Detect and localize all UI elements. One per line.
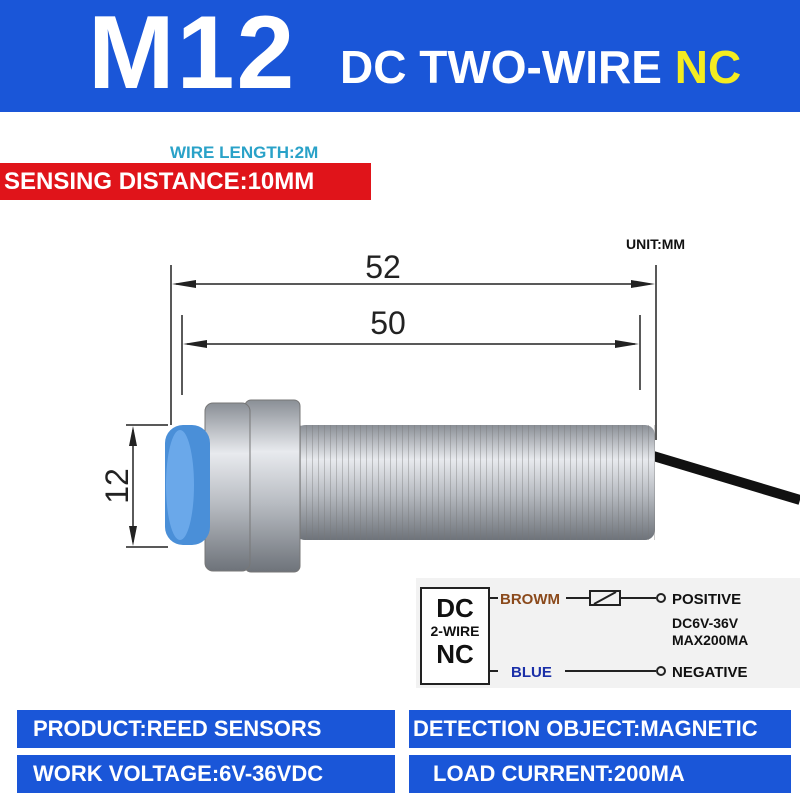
subtitle-text: DC TWO-WIRE (340, 41, 662, 93)
spec-voltage: WORK VOLTAGE:6V-36VDC (17, 755, 395, 793)
nut-front (204, 402, 251, 572)
cable (648, 450, 800, 505)
nut-rear (244, 399, 301, 573)
box-2wire: 2-WIRE (430, 623, 480, 639)
subtitle-nc: NC (674, 41, 742, 93)
dim-overall: 52 (365, 249, 401, 285)
dimension-lines (126, 265, 657, 548)
header-banner: M12 DC TWO-WIRE NC (0, 0, 800, 112)
spec-product: PRODUCT:REED SENSORS (17, 710, 395, 748)
subtitle: DC TWO-WIRE NC (340, 40, 741, 94)
spec-detection: DETECTION OBJECT:MAGNETIC (409, 710, 791, 748)
wire-length: WIRE LENGTH:2M (170, 143, 319, 162)
unit-label: UNIT:MM (626, 236, 686, 252)
sensor-box: DC 2-WIRE NC (420, 587, 490, 685)
box-nc: NC (436, 639, 474, 669)
sensing-distance: SENSING DISTANCE:10MM (0, 163, 371, 200)
dim-diameter: 12 (99, 468, 135, 504)
box-dc: DC (436, 593, 474, 623)
spec-load: LOAD CURRENT:200MA (409, 755, 791, 793)
dim-body: 50 (370, 305, 406, 341)
model-title: M12 (88, 0, 297, 111)
